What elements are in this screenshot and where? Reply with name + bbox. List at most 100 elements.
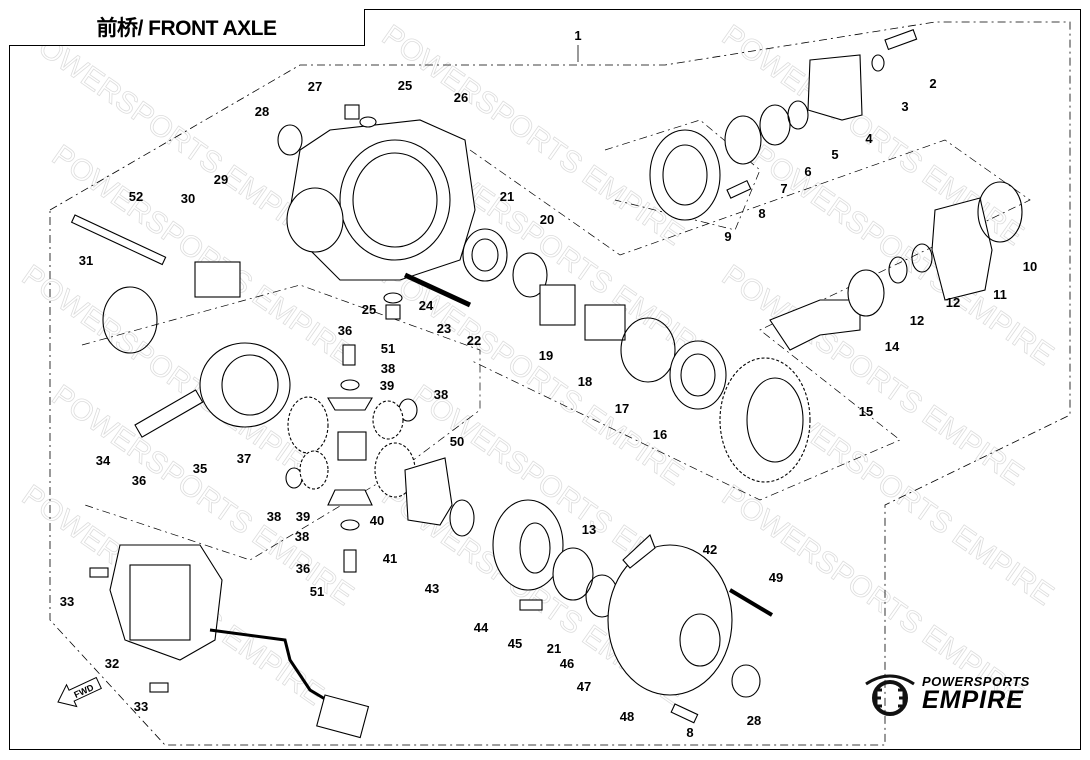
pin-51-bottom [343, 549, 357, 573]
pinion-39-left [299, 450, 329, 490]
callout-label: 21 [547, 641, 561, 656]
callout-label: 31 [79, 253, 93, 268]
seal-28-lower [731, 664, 761, 698]
housing-opening-inner [352, 152, 438, 248]
callout-label: 38 [381, 361, 395, 376]
pinion-39-right [372, 400, 404, 440]
callout-label: 47 [577, 679, 591, 694]
callout-label: 33 [134, 699, 148, 714]
callout-label: 38 [267, 509, 281, 524]
shaft-23 [403, 272, 472, 308]
pinion-gear-14 [769, 299, 861, 351]
breather-27 [344, 104, 360, 120]
callout-label: 19 [539, 348, 553, 363]
ring-gear-15-inner [746, 377, 804, 463]
callout-label: 8 [758, 206, 765, 221]
bearing-14 [847, 269, 885, 317]
callout-label: 26 [454, 90, 468, 105]
o-ring-17 [620, 317, 676, 383]
callout-label: 27 [308, 79, 322, 94]
callout-label: 13 [582, 522, 596, 537]
parts [70, 29, 1023, 739]
shaft-34 [134, 389, 204, 438]
callout-label: 17 [615, 401, 629, 416]
ring-gear-outline [469, 139, 1031, 501]
carrier-44-inner [519, 522, 551, 574]
bearing-16-inner [680, 353, 716, 397]
washer-3 [871, 54, 885, 72]
callout-label: 20 [540, 212, 554, 227]
callout-label: 22 [467, 333, 481, 348]
callout-label: 36 [338, 323, 352, 338]
wire-harness [209, 628, 336, 707]
bearing-7 [724, 115, 762, 165]
callout-label: 25 [398, 78, 412, 93]
flange-4 [807, 54, 863, 121]
callout-label: 49 [769, 570, 783, 585]
housing-flange-left [286, 187, 344, 253]
page-title: 前桥/ FRONT AXLE [96, 17, 277, 40]
callout-labels: 1234567891011121214151617181920212223242… [60, 28, 1037, 740]
cross-block-50 [337, 431, 367, 461]
callout-label: 2 [929, 76, 936, 91]
callout-label: 39 [296, 509, 310, 524]
end-cover-48-inner [679, 613, 721, 667]
callout-label: 46 [560, 656, 574, 671]
callout-label: 4 [865, 131, 873, 146]
actuator-30 [194, 261, 241, 298]
coupler-18 [584, 304, 626, 341]
connector [316, 694, 370, 739]
callout-label: 51 [310, 584, 324, 599]
forward-arrow: FWD [57, 676, 102, 708]
cover-gasket-11 [931, 197, 993, 301]
bolt-8-lower [670, 703, 699, 724]
callout-label: 52 [129, 189, 143, 204]
callout-label: 38 [434, 387, 448, 402]
callout-label: 33 [60, 594, 74, 609]
callout-label: 51 [381, 341, 395, 356]
bracket-42 [622, 534, 656, 569]
diagram-frame [9, 9, 1081, 750]
bolt-33-top [89, 567, 109, 578]
callout-label: 21 [500, 189, 514, 204]
callout-label: 41 [383, 551, 397, 566]
washer-38-bottom [340, 519, 360, 531]
callout-label: 38 [295, 529, 309, 544]
callout-label: 6 [804, 164, 811, 179]
callout-label: 28 [747, 713, 761, 728]
callout-label: 10 [1023, 259, 1037, 274]
pinion-39-bottom [327, 489, 373, 506]
o-ring-10 [977, 181, 1023, 243]
shim-12b [911, 243, 933, 273]
plug-24 [385, 304, 401, 320]
callout-label: 40 [370, 513, 384, 528]
bolt-8-upper [726, 179, 752, 199]
side-gear-37 [287, 396, 329, 454]
pinion-39-top [327, 397, 373, 411]
callout-label: 23 [437, 321, 451, 336]
gasket-41 [404, 457, 453, 526]
bolt-33-bottom [149, 682, 169, 693]
callout-label: 14 [885, 339, 900, 354]
callout-label: 9 [724, 229, 731, 244]
sleeve-19 [539, 284, 576, 326]
callout-label: 12 [910, 313, 924, 328]
hub-housing-9-inner [662, 144, 708, 206]
callout-label: 7 [780, 181, 787, 196]
callout-label: 29 [214, 172, 228, 187]
callout-label: 11 [993, 287, 1007, 302]
seal-28-top [277, 124, 303, 156]
stud-49 [728, 588, 774, 617]
callout-label: 8 [686, 725, 693, 740]
callout-label: 30 [181, 191, 195, 206]
brand-logo: POWERSPORTS EMPIRE [862, 672, 1030, 716]
shim-12a [888, 256, 908, 284]
title-box: 前桥/ FRONT AXLE [9, 9, 365, 46]
callout-label: 42 [703, 542, 717, 557]
pin-51-top [342, 344, 356, 366]
bolt-2 [884, 29, 918, 51]
logo-line2: EMPIRE [922, 686, 1024, 714]
snap-ring-20 [512, 252, 548, 298]
logo-line1: POWERSPORTS [922, 674, 1030, 689]
callout-label: 43 [425, 581, 439, 596]
